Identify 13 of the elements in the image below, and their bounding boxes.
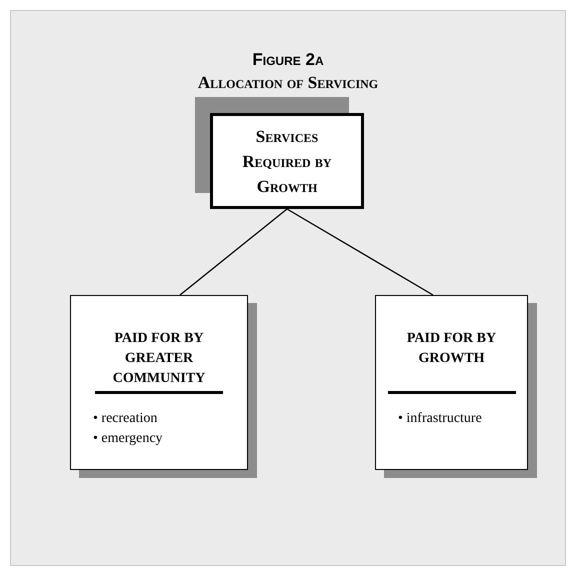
connector-line	[286, 208, 434, 296]
box-heading: Services Required by Growth	[241, 126, 333, 198]
figure-subtitle: Allocation of Servicing	[196, 73, 380, 93]
bullet-item: • emergency	[93, 430, 163, 448]
main-box	[210, 113, 364, 209]
figure-title: Figure 2a	[251, 50, 325, 70]
category-box	[70, 295, 248, 470]
box-heading: PAID FOR BY GREATER COMMUNITY	[112, 330, 206, 388]
bullet-item: • recreation	[93, 410, 158, 428]
connector-line	[180, 208, 288, 296]
category-box	[375, 295, 528, 470]
bullet-item: • infrastructure	[398, 410, 482, 428]
box-heading: PAID FOR BY GROWTH	[406, 330, 498, 368]
